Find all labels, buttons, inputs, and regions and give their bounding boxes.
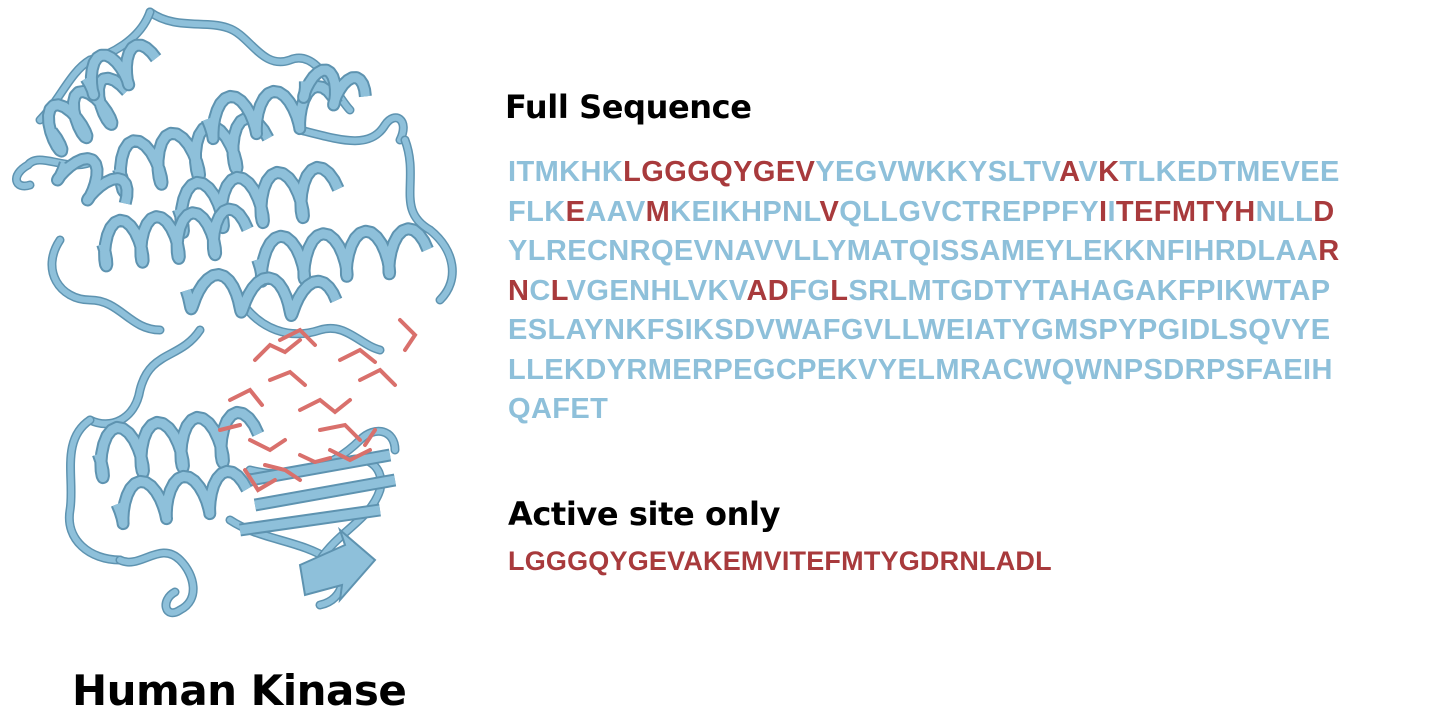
active-site-residues: L (550, 274, 567, 307)
figure-caption: Human Kinase (72, 666, 407, 715)
residues: VGENHLVKV (566, 274, 747, 307)
active-site-residues: K (1098, 156, 1120, 188)
residues: KEIKHPNL (670, 195, 820, 228)
full-sequence-text: ITMKHKLGGGQYGEVYEGVWKKYSLTVAVKTLKEDTMEVE… (508, 153, 1428, 430)
sequence-line: YLRECNRQEVNAVVLLYMATQISSAMEYLEKKNFIHRDLA… (508, 232, 1428, 272)
ribbon-backbone (12, 7, 457, 618)
residues: ITMKHK (508, 156, 624, 188)
residues: YEGVWKKYSLTV (815, 156, 1060, 188)
residues: LLEKDYRMERPEGCPEKVYELMRACWQWNPSDRPSFAEIH (508, 353, 1333, 386)
sequence-line: LLEKDYRMERPEGCPEKVYELMRACWQWNPSDRPSFAEIH (508, 351, 1428, 391)
active-site-residues: A (1059, 156, 1079, 188)
residues: QLLGVCTREPPFY (839, 195, 1099, 228)
active-site-residues: LGGGQYGEV (623, 156, 816, 188)
residues: I (1107, 195, 1116, 228)
active-site-residues: R (1318, 235, 1340, 267)
residues: C (529, 274, 551, 307)
active-site-residues: AD (746, 274, 790, 307)
active-site-residues: TEFMTYH (1115, 195, 1256, 228)
sequence-line: ITMKHKLGGGQYGEVYEGVWKKYSLTVAVKTLKEDTMEVE… (508, 153, 1428, 193)
protein-structure-ribbon (12, 7, 457, 618)
residues: FG (789, 274, 831, 307)
sequence-line: QAFET (508, 390, 1428, 430)
sequence-line: FLKEAAVMKEIKHPNLVQLLGVCTREPPFYIITEFMTYHN… (508, 193, 1428, 233)
residues: FLK (508, 195, 566, 228)
active-site-residues: D (1313, 195, 1335, 228)
active-site-residues: N (508, 274, 530, 307)
residues: YLRECNRQEVNAVVLLYMATQISSAMEYLEKKNFIHRDLA… (508, 235, 1319, 267)
sequence-line: ESLAYNKFSIKSDVWAFGVLLWEIATYGMSPYPGIDLSQV… (508, 311, 1428, 351)
residues: SRLMTGDTYTAHAGAKFPIKWTAP (848, 274, 1331, 307)
full-sequence-heading: Full Sequence (505, 88, 752, 126)
active-site-residues: I (1098, 195, 1108, 228)
residues: NLL (1255, 195, 1314, 228)
residues: QAFET (508, 393, 609, 425)
active-site-residues: M (645, 195, 671, 228)
active-site-residue-sticks (218, 318, 418, 493)
residues: AAV (585, 195, 646, 228)
active-site-residues: L (830, 274, 849, 307)
active-site-residues: E (565, 195, 586, 228)
active-site-heading: Active site only (508, 495, 781, 533)
sequence-line: NCLVGENHLVKVADFGLSRLMTGDTYTAHAGAKFPIKWTA… (508, 272, 1428, 312)
residues: V (1078, 156, 1099, 188)
active-site-sequence: LGGGQYGEVAKEMVITEFMTYGDRNLADL (508, 546, 1052, 576)
residues: TLKEDTMEVEE (1119, 156, 1340, 188)
active-site-residues: V (819, 195, 840, 228)
residues: ESLAYNKFSIKSDVWAFGVLLWEIATYGMSPYPGIDLSQV… (508, 314, 1331, 346)
